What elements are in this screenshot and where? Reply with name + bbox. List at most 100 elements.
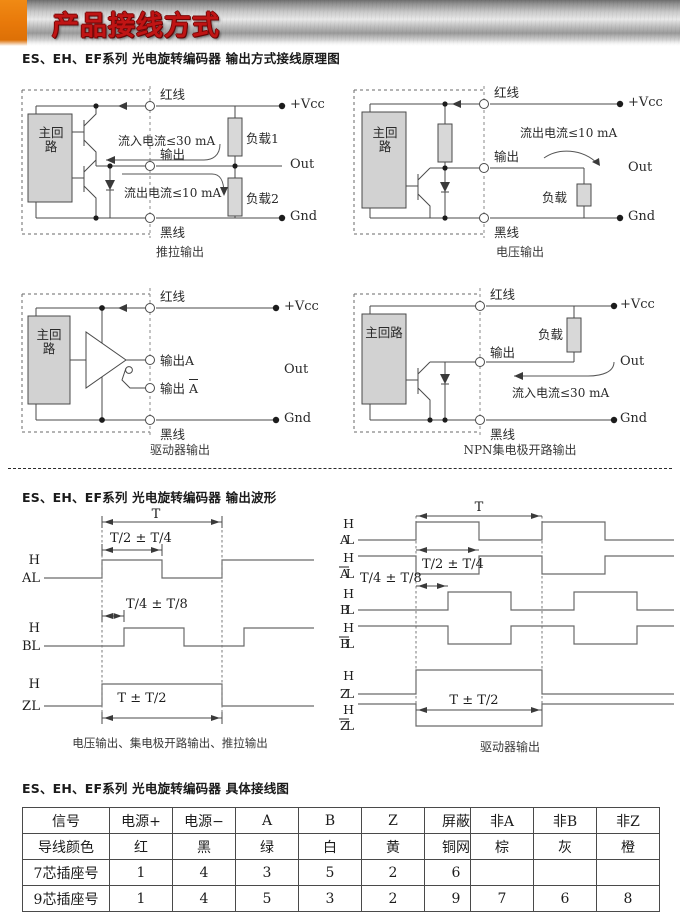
row-label: 7芯插座号 [22,859,110,886]
cell: 棕 [470,833,534,860]
svg-text:Z: Z [340,718,349,733]
circuits-section-heading: ES、EH、EF系列 光电旋转编码器 输出方式接线原理图 [22,51,340,66]
section-divider [8,468,672,469]
svg-text:A: A [21,571,32,586]
cell: Z [361,807,425,834]
cell: 非B [533,807,597,834]
cell: 电源− [172,807,236,834]
cell: 6 [533,885,597,912]
cell: 1 [109,885,173,912]
cell: 3 [235,859,299,886]
svg-text:T/4 ± T/8: T/4 ± T/8 [126,597,188,612]
svg-text:T ± T/2: T ± T/2 [117,691,166,706]
svg-text:L: L [31,699,40,714]
banner-fade [0,40,680,46]
cell: 黑 [172,833,236,860]
svg-text:T/2 ± T/4: T/2 ± T/4 [110,531,172,546]
wiring-table: 信号 电源+ 电源− A B Z 屏蔽 导线颜色 红 黑 绿 白 黄 铜网 7芯… [22,807,488,912]
cell: 黄 [361,833,425,860]
svg-text:H: H [343,550,354,565]
svg-text:H: H [29,553,40,568]
table-row: 信号 电源+ 电源− A B Z 屏蔽 [22,807,488,834]
circuit-diagram-push-pull: 主回路 红线 黑线 输出 +Vcc Out Gnd 流入电流≤30 mA 流出电… [14,82,334,242]
cell: 3 [298,885,362,912]
svg-text:H: H [343,620,354,635]
cell: 2 [361,859,425,886]
row-label: 信号 [22,807,110,834]
svg-text:T/4 ± T/8: T/4 ± T/8 [360,571,422,586]
cell: 2 [361,885,425,912]
wiring-table-inverted: 非A 非B 非Z 棕 灰 橙 7 6 8 [470,807,660,912]
cell: 1 [109,859,173,886]
svg-text:T: T [475,500,484,515]
caption-npn: NPN集电极开路输出 [463,443,577,457]
banner-accent-bar [0,0,27,46]
cell: 白 [298,833,362,860]
svg-text:B: B [340,636,349,651]
svg-text:L: L [346,686,354,701]
cell: 非Z [596,807,660,834]
svg-text:A: A [339,532,350,547]
svg-text:H: H [29,621,40,636]
cell: 5 [298,859,362,886]
cell: 灰 [533,833,597,860]
svg-text:T: T [152,507,161,522]
caption-voltage: 电压输出 [495,245,544,259]
svg-text:H: H [343,516,354,531]
row-label: 9芯插座号 [22,885,110,912]
caption-waveform-right: 驱动器输出 [479,740,540,754]
row-label: 导线颜色 [22,833,110,860]
cell: 橙 [596,833,660,860]
circuit-diagram-voltage: 主回路 红线 黑线 输出 +Vcc Out Gnd 流出电流≤10 mA 负载 [352,82,672,242]
cell: 非A [470,807,534,834]
caption-driver: 驱动器输出 [149,443,210,457]
table-row: 非A 非B 非Z [470,807,660,834]
cell: 红 [109,833,173,860]
caption-waveform-left: 电压输出、集电极开路输出、推拉输出 [72,736,268,750]
svg-text:Z: Z [340,686,349,701]
page-banner: 产品接线方式 [0,0,680,46]
cell: B [298,807,362,834]
cell [533,859,597,886]
svg-text:H: H [343,586,354,601]
circuit-diagram-npn: 主回路 红线 黑线 输出 +Vcc Out Gnd 流入电流≤30 mA 负载 [352,284,672,442]
cell [596,859,660,886]
svg-text:L: L [346,602,354,617]
table-row: 棕 灰 橙 [470,833,660,860]
cell: 电源+ [109,807,173,834]
svg-text:B: B [340,602,349,617]
cell: 5 [235,885,299,912]
page-title: 产品接线方式 [52,10,220,42]
svg-text:A: A [339,566,350,581]
table-row: 7芯插座号 1 4 3 5 2 6 [22,859,488,886]
svg-text:L: L [346,532,354,547]
circuit-diagram-driver: 主回路 红线 黑线 输出A 输出 A +Vcc Out Gnd [14,284,334,442]
table-row: 导线颜色 红 黑 绿 白 黄 铜网 [22,833,488,860]
svg-text:H: H [343,702,354,717]
svg-text:H: H [29,677,40,692]
svg-text:H: H [343,668,354,683]
cell: 4 [172,859,236,886]
svg-text:T/2 ± T/4: T/2 ± T/4 [422,557,484,572]
table-row: 9芯插座号 1 4 5 3 2 9 [22,885,488,912]
svg-text:B: B [22,639,32,654]
cell: 绿 [235,833,299,860]
svg-text:L: L [346,566,354,581]
banner-metal-background [0,0,680,46]
cell: 4 [172,885,236,912]
svg-text:L: L [346,718,354,733]
table-row: 7 6 8 [470,885,660,912]
svg-text:L: L [31,571,40,586]
svg-text:L: L [346,636,354,651]
svg-text:Z: Z [22,699,31,714]
caption-push-pull: 推拉输出 [155,245,204,259]
waveform-section-heading: ES、EH、EF系列 光电旋转编码器 输出波形 [22,490,277,505]
svg-text:T ± T/2: T ± T/2 [449,693,498,708]
cell: 8 [596,885,660,912]
cell: 7 [470,885,534,912]
svg-text:L: L [31,639,40,654]
cell: A [235,807,299,834]
